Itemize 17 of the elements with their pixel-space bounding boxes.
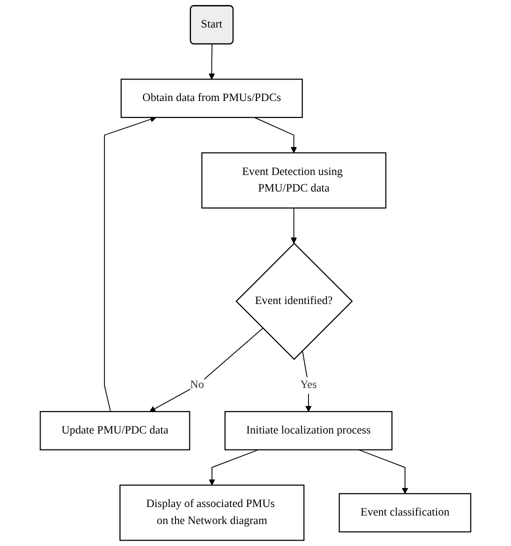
- arrow: [302, 350, 312, 412]
- edge-label: No: [190, 379, 204, 392]
- node-box: Event Detection using PMU/PDC data: [201, 152, 386, 209]
- arrow: [208, 44, 215, 80]
- arrow: [358, 449, 408, 494]
- node-box: Obtain data from PMUs/PDCs: [120, 78, 303, 118]
- arrow: [104, 116, 156, 412]
- arrow: [254, 117, 297, 154]
- arrow: [208, 449, 259, 486]
- arrow: [149, 328, 264, 412]
- edge-label: Yes: [300, 379, 317, 392]
- node-diamond: Event identified?: [236, 242, 353, 360]
- node-box: Display of associated PMUs on the Network diagram: [119, 484, 304, 541]
- arrow: [290, 208, 297, 244]
- node-box: Update PMU/PDC data: [40, 411, 190, 450]
- node-box: Event classification: [338, 493, 472, 532]
- node-box: Initiate localization process: [224, 411, 392, 450]
